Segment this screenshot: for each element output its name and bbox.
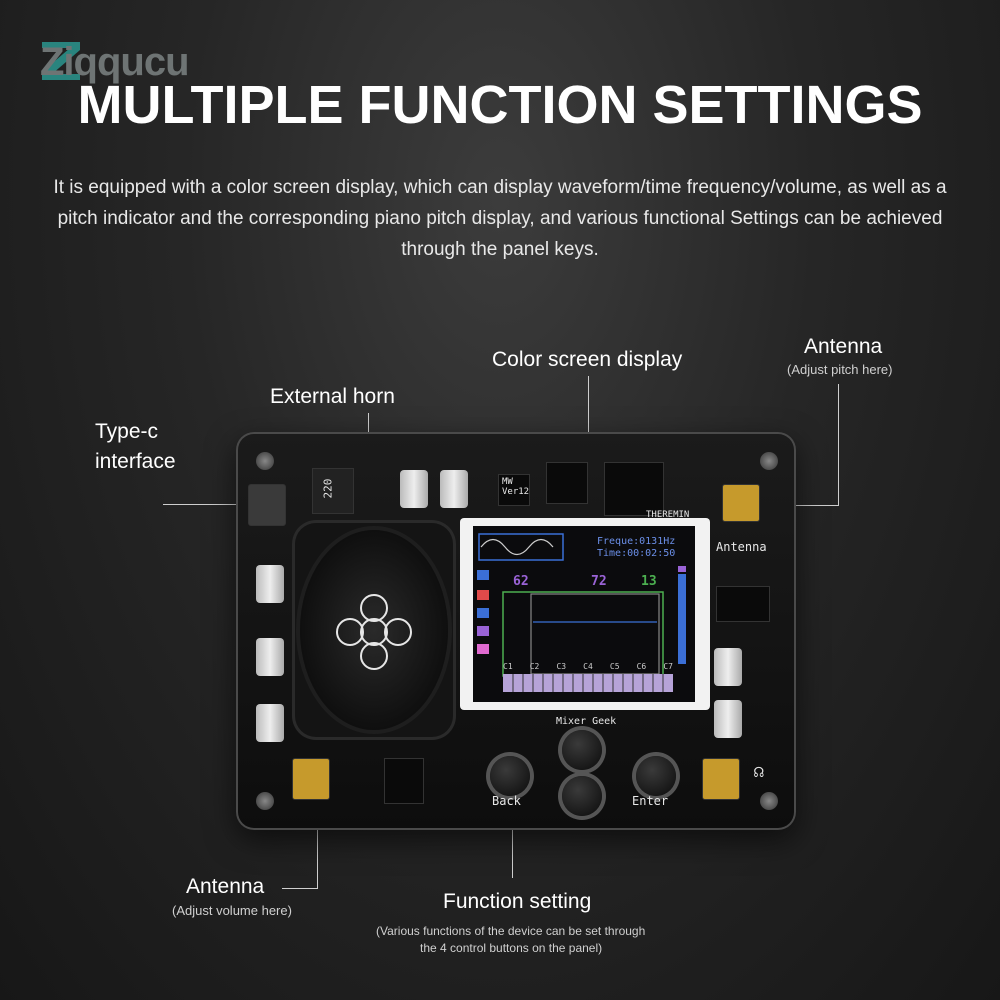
antenna-volume-leader-v bbox=[317, 830, 318, 889]
function-label: Function setting bbox=[443, 890, 592, 913]
theremin-label: THEREMIN bbox=[646, 510, 690, 520]
capacitor bbox=[400, 470, 428, 508]
antenna-silk-label: Antenna bbox=[716, 540, 767, 554]
antenna-pitch-leader-v bbox=[838, 384, 839, 506]
chip bbox=[716, 586, 770, 622]
brand-logo-text: Ziqqucu bbox=[40, 40, 190, 84]
mcu-chip bbox=[604, 462, 664, 516]
capacitor bbox=[256, 704, 284, 742]
capacitor bbox=[714, 700, 742, 738]
capacitor bbox=[256, 638, 284, 676]
screen-note: C2 bbox=[529, 662, 540, 671]
screen-note: C6 bbox=[636, 662, 647, 671]
screen-value-2: 72 bbox=[591, 574, 607, 589]
headphone-icon: ☊ bbox=[754, 762, 764, 781]
speaker-ring-icon bbox=[360, 594, 388, 622]
screw-icon bbox=[256, 792, 274, 810]
speaker-ring-icon bbox=[336, 618, 364, 646]
speaker-ring-icon bbox=[360, 642, 388, 670]
function-sub-2: the 4 control buttons on the panel) bbox=[420, 941, 603, 955]
chip bbox=[546, 462, 588, 504]
antenna-volume-sub: (Adjust volume here) bbox=[172, 903, 292, 918]
screen-note: C3 bbox=[556, 662, 567, 671]
antenna-pitch-sub: (Adjust pitch here) bbox=[787, 362, 893, 377]
screen-graphics bbox=[477, 533, 686, 692]
type-c-leader bbox=[163, 504, 243, 505]
page-description: It is equipped with a color screen displ… bbox=[53, 177, 947, 260]
type-c-port[interactable] bbox=[248, 484, 286, 526]
horn-label: External horn bbox=[270, 385, 395, 408]
capacitor bbox=[714, 648, 742, 686]
screw-icon bbox=[256, 452, 274, 470]
headphone-jack[interactable] bbox=[702, 758, 740, 800]
screw-icon bbox=[760, 792, 778, 810]
chip bbox=[384, 758, 424, 804]
inductor-label: 220 bbox=[321, 478, 335, 499]
brand-logo bbox=[40, 36, 270, 86]
screen-note-row: C1 C2 C3 C4 C5 C6 C7 bbox=[503, 662, 673, 671]
up-button[interactable] bbox=[562, 730, 602, 770]
screen-time: Time:00:02:50 bbox=[597, 548, 676, 559]
antenna-pitch-leader-h bbox=[776, 505, 839, 506]
type-c-label-1: Type-c bbox=[95, 420, 159, 443]
screen-value-3: 13 bbox=[641, 574, 657, 589]
back-button-label: Back bbox=[492, 794, 521, 808]
type-c-label-2: interface bbox=[95, 450, 176, 473]
color-screen: Freque:0131Hz Time:00:02:50 62 72 13 C1 … bbox=[473, 526, 695, 702]
screen-note: C1 bbox=[503, 662, 513, 671]
inductor bbox=[312, 468, 354, 514]
function-sub-1: (Various functions of the device can be … bbox=[376, 924, 646, 938]
chip bbox=[498, 474, 530, 506]
screen-note: C5 bbox=[609, 662, 620, 671]
version-label: MW Ver12 bbox=[502, 477, 530, 497]
screw-icon bbox=[760, 452, 778, 470]
screen-frequency: Freque:0131Hz bbox=[597, 536, 676, 547]
down-button[interactable] bbox=[562, 776, 602, 816]
enter-button-label: Enter bbox=[632, 794, 669, 808]
capacitor bbox=[440, 470, 468, 508]
antenna-pitch-connector[interactable] bbox=[722, 484, 760, 522]
antenna-volume-connector[interactable] bbox=[292, 758, 330, 800]
screen-value-1: 62 bbox=[513, 574, 529, 589]
function-leader bbox=[512, 786, 513, 878]
page-title: MULTIPLE FUNCTION SETTINGS bbox=[77, 75, 923, 135]
antenna-volume-leader-h bbox=[282, 888, 318, 889]
antenna-volume-label: Antenna bbox=[186, 875, 265, 898]
speaker-ring-icon bbox=[384, 618, 412, 646]
capacitor bbox=[256, 565, 284, 603]
screen-note: C7 bbox=[663, 662, 673, 671]
screen-note: C4 bbox=[583, 662, 593, 671]
back-button[interactable] bbox=[490, 756, 530, 796]
antenna-pitch-label: Antenna bbox=[804, 335, 883, 358]
screen-label: Color screen display bbox=[492, 348, 683, 371]
enter-button[interactable] bbox=[636, 756, 676, 796]
mixer-geek-label: Mixer Geek bbox=[556, 716, 617, 727]
